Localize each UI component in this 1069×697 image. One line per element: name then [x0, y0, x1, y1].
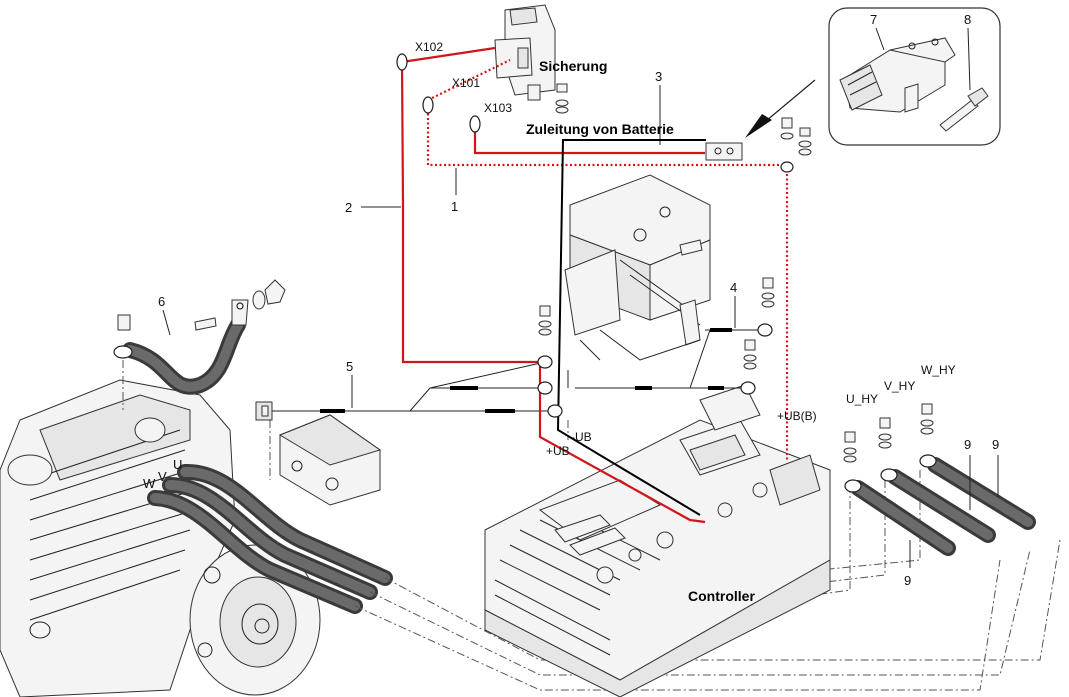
callout-8: 8	[964, 12, 971, 27]
w-hy-label: W_HY	[921, 363, 956, 377]
connector-housing-7	[839, 37, 956, 113]
phase-cables-9	[844, 454, 1036, 556]
fuse-label: Sicherung	[539, 58, 607, 74]
x102-label: X102	[415, 40, 443, 54]
callout-9-a: 9	[904, 573, 911, 588]
plus-ub-label: +UB	[546, 444, 570, 458]
callout-9-b: 9	[964, 437, 971, 452]
callout-7: 7	[870, 12, 877, 27]
motor-label-w: W	[143, 476, 156, 491]
wire-minus-ub	[556, 139, 706, 516]
battery-feed-label: Zuleitung von Batterie	[526, 121, 674, 137]
motor-label-v: V	[158, 469, 167, 484]
callout-4: 4	[730, 280, 737, 295]
motor-cables	[147, 464, 393, 614]
controller-label: Controller	[688, 588, 755, 604]
x103-label: X103	[484, 101, 512, 115]
fuse-holder	[494, 4, 556, 101]
cable-6	[113, 279, 286, 395]
mounting-bracket	[564, 174, 711, 361]
ub-b-label: +UB(B)	[777, 409, 817, 423]
wire-1	[422, 59, 794, 460]
x101-label: X101	[452, 76, 480, 90]
junction-box	[278, 414, 382, 506]
callout-2: 2	[345, 200, 352, 215]
u-hy-label: U_HY	[846, 392, 878, 406]
wire-x103	[469, 115, 705, 155]
callout-6: 6	[158, 294, 165, 309]
callout-9-c: 9	[992, 437, 999, 452]
bolts	[538, 83, 934, 463]
controller	[484, 384, 831, 697]
harness-5	[255, 361, 550, 421]
battery-plug	[705, 142, 743, 161]
detail-inset	[828, 7, 1001, 146]
cable-4	[567, 323, 773, 395]
callout-3: 3	[655, 69, 662, 84]
wire-2	[396, 46, 545, 364]
wire-plus-ub	[538, 365, 706, 524]
callout-1: 1	[451, 199, 458, 214]
contact-pin-8	[939, 87, 989, 132]
motor-label-u: U	[173, 457, 182, 472]
harness-terminals	[537, 355, 563, 418]
minus-ub-label: -UB	[571, 430, 592, 444]
detail-arrow	[745, 79, 816, 138]
callout-5: 5	[346, 359, 353, 374]
v-hy-label: V_HY	[884, 379, 915, 393]
